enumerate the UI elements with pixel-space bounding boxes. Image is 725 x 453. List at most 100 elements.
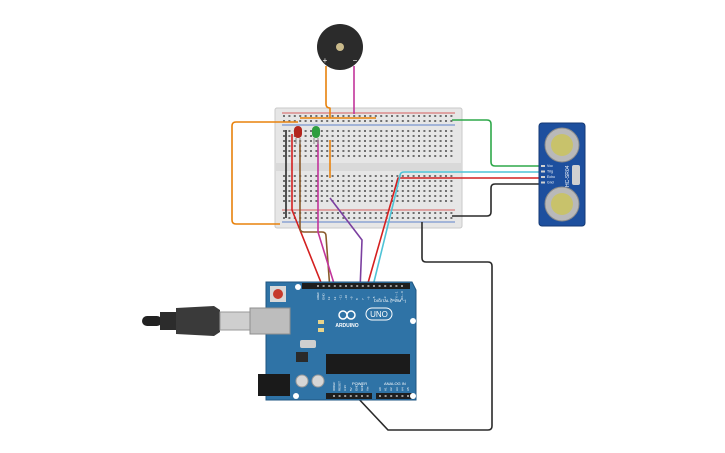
header-pin[interactable] xyxy=(390,395,393,397)
breadboard-hole xyxy=(283,130,285,132)
breadboard-holes xyxy=(283,115,453,219)
breadboard-hole xyxy=(423,200,426,202)
breadboard-hole xyxy=(353,180,356,182)
sensor-pin[interactable] xyxy=(541,170,545,173)
breadboard-hole xyxy=(342,185,345,187)
breadboard-hole xyxy=(304,130,307,132)
breadboard-hole xyxy=(283,200,285,202)
header-pin[interactable] xyxy=(356,285,359,287)
breadboard[interactable] xyxy=(274,107,463,229)
header-pin[interactable] xyxy=(389,285,392,287)
breadboard-hole xyxy=(374,180,377,182)
header-pin[interactable] xyxy=(384,285,387,287)
header-pin[interactable] xyxy=(339,285,342,287)
breadboard-hole xyxy=(347,190,350,192)
breadboard-hole xyxy=(450,145,453,147)
breadboard-hole xyxy=(412,175,415,177)
breadboard-hole xyxy=(418,195,420,197)
breadboard-hole xyxy=(304,175,307,177)
piezo-buzzer[interactable]: + − xyxy=(317,24,363,70)
sensor-pin[interactable] xyxy=(541,181,545,184)
breadboard-hole xyxy=(315,150,318,152)
breadboard-hole xyxy=(315,212,318,214)
header-pin[interactable] xyxy=(407,395,409,397)
sensor-pin[interactable] xyxy=(541,176,545,178)
header-pin[interactable] xyxy=(401,285,403,287)
header-pin[interactable] xyxy=(401,395,404,397)
header-pin[interactable] xyxy=(361,285,364,287)
breadboard-hole xyxy=(445,120,447,122)
breadboard-hole xyxy=(418,140,420,142)
sensor-pin[interactable] xyxy=(541,165,545,167)
breadboard-hole xyxy=(374,185,377,187)
breadboard-hole xyxy=(418,180,420,182)
header-pin[interactable] xyxy=(373,285,375,287)
breadboard-hole xyxy=(396,175,399,177)
breadboard-hole xyxy=(347,120,350,122)
header-pin[interactable] xyxy=(344,395,347,397)
breadboard-hole xyxy=(293,175,296,177)
breadboard-hole xyxy=(439,145,442,147)
header-pin[interactable] xyxy=(378,285,381,287)
breadboard-hole xyxy=(428,155,431,157)
header-pin[interactable] xyxy=(361,395,363,397)
header-pin[interactable] xyxy=(366,395,369,397)
breadboard-hole xyxy=(364,150,366,152)
breadboard-hole xyxy=(423,145,426,147)
breadboard-hole xyxy=(326,200,329,202)
breadboard-hole xyxy=(347,175,350,177)
wire-orange-loop xyxy=(231,121,298,225)
header-pin[interactable] xyxy=(328,285,331,287)
breadboard-hole xyxy=(434,212,437,214)
header-pin[interactable] xyxy=(333,285,336,287)
breadboard-hole xyxy=(293,150,296,152)
header-pin[interactable] xyxy=(355,395,358,397)
breadboard-hole xyxy=(326,115,329,117)
breadboard-hole xyxy=(434,175,437,177)
breadboard-hole xyxy=(380,200,383,202)
header-pin[interactable] xyxy=(349,395,352,397)
breadboard-hole xyxy=(369,120,372,122)
breadboard-hole xyxy=(385,195,388,197)
breadboard-hole xyxy=(310,175,312,177)
pin-label: GND xyxy=(354,384,358,392)
arduino-uno[interactable]: ARDUINO UNO DIGITAL (PWM ~) POWER ANALOG… xyxy=(249,281,417,401)
header-pin[interactable] xyxy=(384,395,387,397)
breadboard-hole xyxy=(358,150,361,152)
breadboard-hole xyxy=(342,195,345,197)
breadboard-hole xyxy=(337,217,339,219)
breadboard-hole xyxy=(369,135,372,137)
sensor-pin-label: Vcc xyxy=(547,164,553,168)
breadboard-hole xyxy=(391,175,393,177)
header-pin[interactable] xyxy=(350,285,353,287)
header-pin[interactable] xyxy=(322,285,325,287)
breadboard-hole xyxy=(293,200,296,202)
header-pin[interactable] xyxy=(379,395,381,397)
breadboard-hole xyxy=(423,180,426,182)
breadboard-hole xyxy=(353,195,356,197)
led-red[interactable] xyxy=(294,126,302,144)
wire-green-vcc xyxy=(452,119,540,167)
breadboard-hole xyxy=(450,150,453,152)
header-pin[interactable] xyxy=(333,395,335,397)
breadboard-hole xyxy=(434,185,437,187)
header-pin[interactable] xyxy=(395,395,398,397)
header-pin[interactable] xyxy=(317,285,319,287)
breadboard-hole xyxy=(450,175,453,177)
breadboard-hole xyxy=(358,217,361,219)
header-pin[interactable] xyxy=(338,395,341,397)
breadboard-hole xyxy=(369,212,372,214)
breadboard-hole xyxy=(423,212,426,214)
header-pin[interactable] xyxy=(367,285,370,287)
breadboard-hole xyxy=(428,185,431,187)
breadboard-hole xyxy=(337,212,339,214)
breadboard-hole xyxy=(288,195,291,197)
led-green[interactable] xyxy=(312,126,320,144)
header-pin[interactable] xyxy=(395,285,398,287)
header-pin[interactable] xyxy=(345,285,347,287)
breadboard-hole xyxy=(412,145,415,147)
breadboard-hole xyxy=(434,150,437,152)
breadboard-hole xyxy=(353,212,356,214)
breadboard-hole xyxy=(407,200,410,202)
